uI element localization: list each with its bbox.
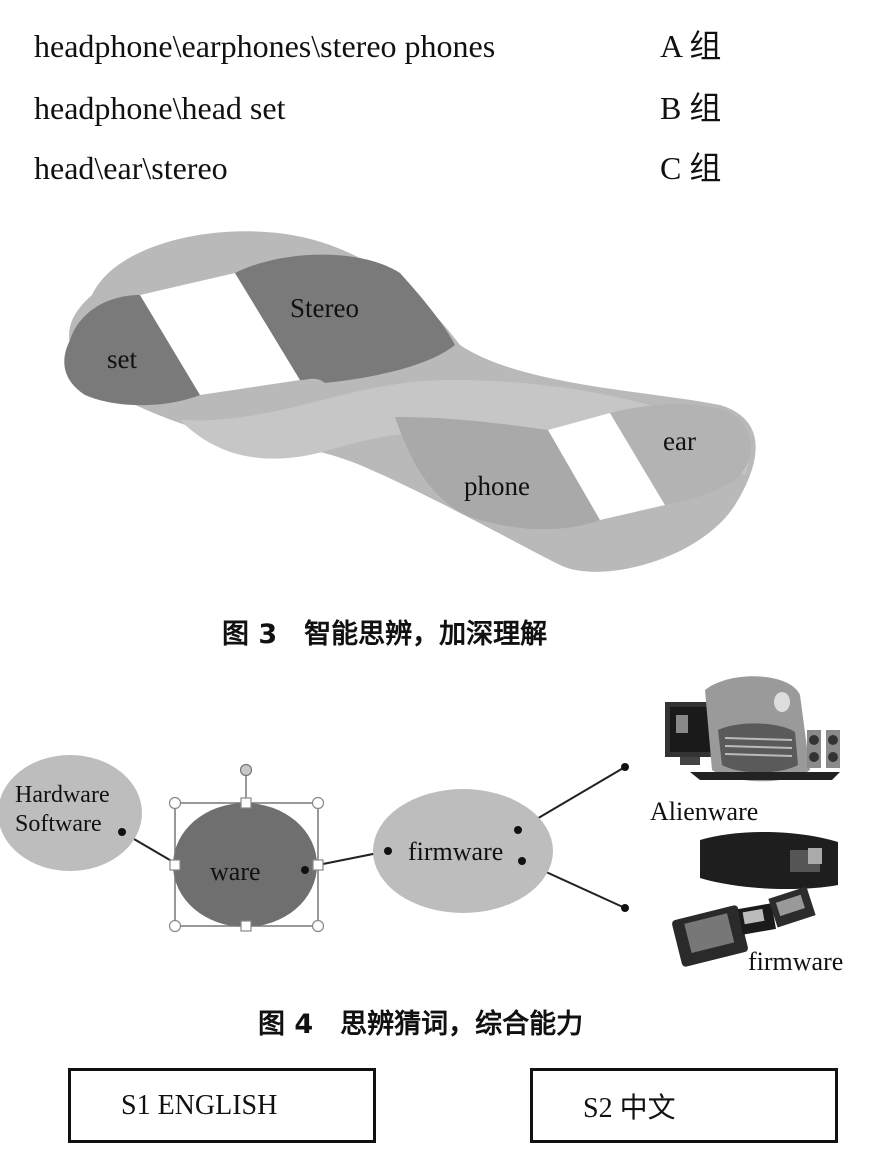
node-ware	[173, 803, 317, 927]
node-firmware	[373, 789, 553, 913]
figure-4-caption: 图 4 思辨猜词，综合能力	[258, 1009, 584, 1040]
ribbon-set-segment	[64, 295, 200, 406]
rotate-handle	[239, 763, 253, 777]
s1-english-label: S1 ENGLISH	[121, 1089, 278, 1121]
s2-chinese-label: S2 中文	[583, 1092, 676, 1124]
node-label-software: Software	[15, 811, 102, 837]
s2-chinese-box: S2 中文	[530, 1068, 838, 1143]
word-group-b-words: headphone\head set	[34, 90, 286, 126]
node-label-firmware: firmware	[408, 837, 503, 866]
ribbon-label-stereo: Stereo	[290, 293, 359, 323]
figure-3-caption: 图 3 智能思辨，加深理解	[222, 619, 548, 650]
ribbon-gap-2	[548, 413, 665, 520]
ribbon-ear-segment	[610, 403, 751, 505]
ribbon-label-ear: ear	[663, 426, 696, 456]
word-group-c-words: head\ear\stereo	[34, 150, 228, 186]
ribbon-label-set: set	[107, 344, 137, 374]
image-label-alienware: Alienware	[650, 797, 758, 826]
word-group-c-label: C 组	[660, 150, 722, 186]
ribbon-label-phone: phone	[464, 471, 530, 501]
ribbon-gap-1	[140, 273, 300, 395]
image-label-firmware: firmware	[748, 947, 843, 976]
memory-cards-image	[672, 831, 838, 967]
ribbon-phone-segment	[395, 417, 600, 530]
figure-4-diagram: Hardware Software ware firmware Alienwar…	[0, 676, 843, 976]
ribbon-stereo-segment	[235, 254, 455, 383]
s1-english-box: S1 ENGLISH	[68, 1068, 376, 1143]
alienware-computer-image	[665, 676, 840, 782]
figure-3-ribbon: set Stereo ear phone	[64, 231, 756, 572]
node-label-hardware: Hardware	[15, 782, 110, 808]
node-label-ware: ware	[210, 857, 261, 886]
word-group-a-words: headphone\earphones\stereo phones	[34, 28, 496, 64]
word-group-a-label: A 组	[660, 28, 722, 64]
word-group-b-label: B 组	[660, 90, 722, 126]
node-hardware-software	[0, 755, 142, 871]
